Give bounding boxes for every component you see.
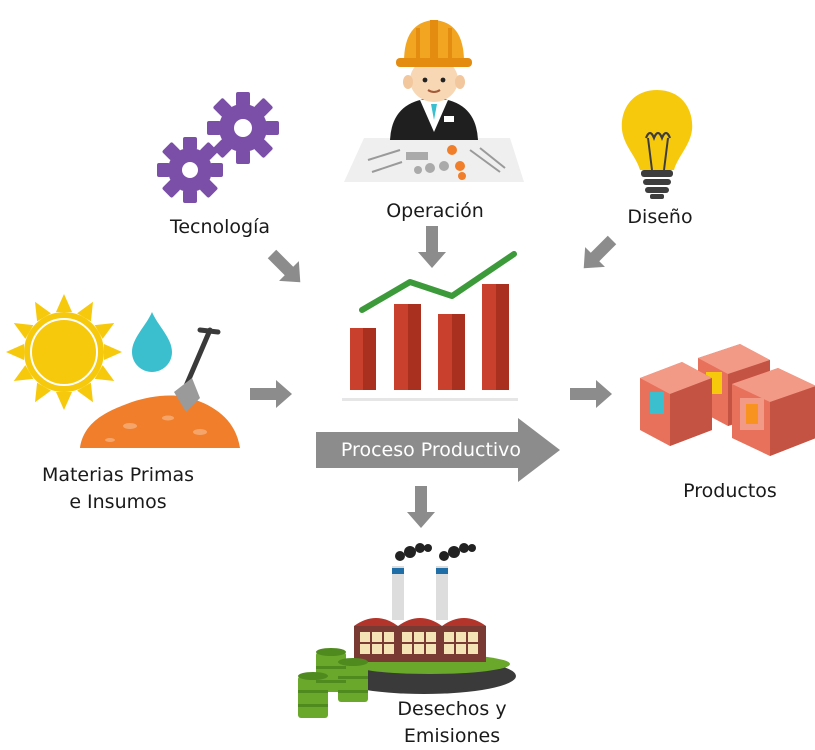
product-box-left <box>640 362 712 446</box>
label-materias-line1: Materias Primas <box>41 464 195 486</box>
process-arrow-shape <box>316 418 560 482</box>
raw-materials-icon <box>6 294 240 448</box>
soil-mound-icon <box>80 395 240 448</box>
label-diseno: Diseño <box>627 206 693 228</box>
label-desechos-line1: Desechos y <box>397 698 507 720</box>
gears-icon <box>157 92 279 203</box>
chart-bar-3 <box>438 314 465 390</box>
chart-bar-1 <box>350 328 376 390</box>
arrow-from-diseno-icon <box>583 235 617 269</box>
lightbulb-icon <box>621 90 693 199</box>
label-desechos-line2: Emisiones <box>403 725 501 747</box>
product-box-right <box>732 368 815 456</box>
factory-icon <box>298 543 516 718</box>
chart-bar-2 <box>394 304 421 390</box>
label-materias-line2: e Insumos <box>69 491 167 513</box>
label-operacion: Operación <box>386 200 484 222</box>
arrow-from-tecnologia-icon <box>267 249 301 283</box>
arrow-from-materias-icon <box>250 380 292 408</box>
product-boxes-icon <box>640 344 815 456</box>
sun-icon <box>6 294 122 410</box>
barrel-icons <box>298 648 368 718</box>
label-productos: Productos <box>683 480 777 502</box>
shovel-icon <box>174 327 221 412</box>
arrow-from-operacion-icon <box>418 226 446 268</box>
label-tecnologia: Tecnología <box>169 216 271 238</box>
chart-bar-4 <box>482 284 509 390</box>
label-materias-primas: Materias Primas e Insumos <box>18 462 218 516</box>
label-proceso-productivo: Proceso Productivo <box>340 439 522 461</box>
arrow-icons <box>250 226 617 528</box>
arrow-to-productos-icon <box>570 380 612 408</box>
arrow-to-desechos-icon <box>407 486 435 528</box>
trend-line <box>359 251 517 313</box>
bar-chart-icon <box>342 251 518 401</box>
engineer-icon <box>344 20 524 182</box>
water-drop-icon <box>132 312 172 372</box>
label-desechos-emisiones: Desechos y Emisiones <box>372 696 532 750</box>
